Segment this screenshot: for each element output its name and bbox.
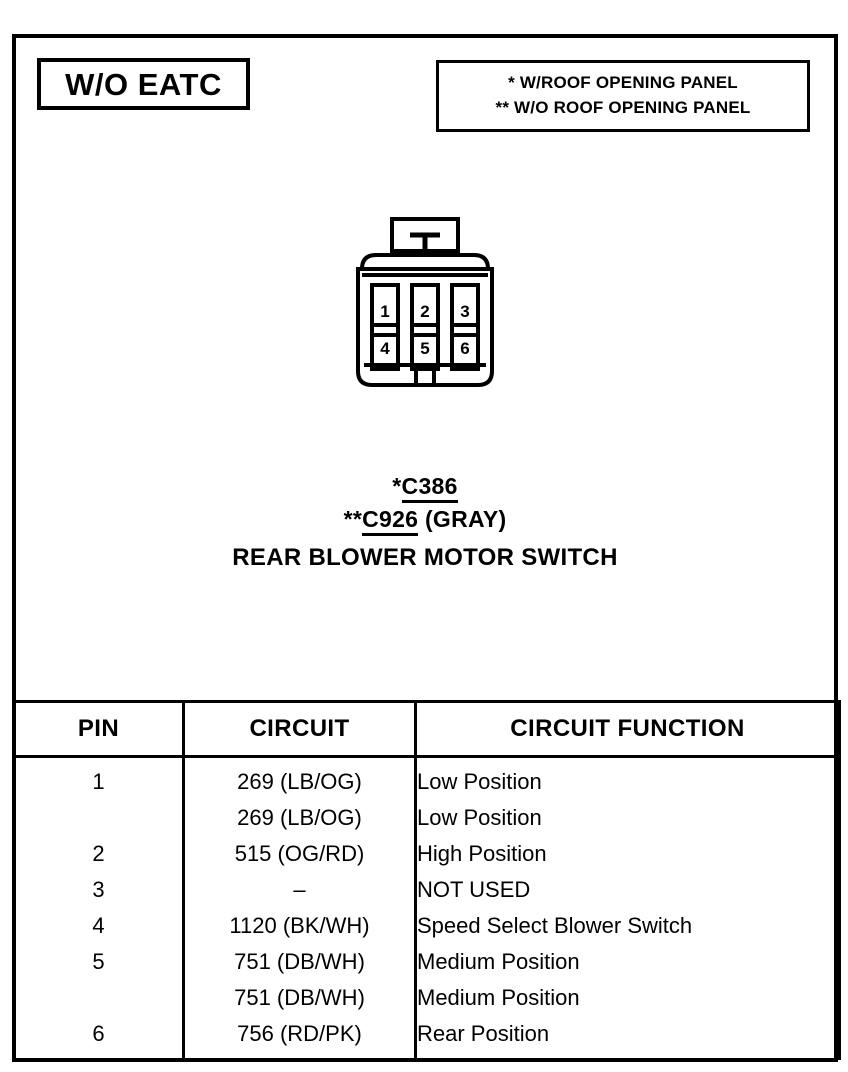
connector-shoulder (360, 253, 490, 270)
cell-pin (12, 800, 185, 836)
connector-caption: *C386 **C926 (GRAY) REAR BLOWER MOTOR SW… (16, 470, 834, 575)
table-row: 2 515 (OG/RD) High Position (12, 836, 841, 872)
table-row: 751 (DB/WH) Medium Position (12, 980, 841, 1016)
cell-function: High Position (414, 836, 841, 872)
cell-circuit: 751 (DB/WH) (182, 944, 417, 980)
bottom-tab (414, 363, 436, 387)
cell-pin: 5 (12, 944, 185, 980)
table-row: 5 751 (DB/WH) Medium Position (12, 944, 841, 980)
table-row: 1 269 (LB/OG) Low Position (12, 756, 841, 800)
cell-pin: 2 (12, 836, 185, 872)
cell-circuit: 269 (LB/OG) (182, 756, 417, 800)
header-circuit: CIRCUIT (182, 700, 417, 758)
cell-circuit: 1120 (BK/WH) (182, 908, 417, 944)
caption-1-prefix: * (392, 473, 402, 499)
cell-circuit: 756 (RD/PK) (182, 1016, 417, 1060)
header-function: CIRCUIT FUNCTION (414, 700, 841, 758)
cell-pin: 3 (12, 872, 185, 908)
caption-1-code: C386 (401, 473, 458, 503)
cell-pin: 1 (12, 756, 185, 800)
footnote-legend-box: * W/ROOF OPENING PANEL ** W/O ROOF OPENI… (436, 60, 810, 132)
caption-2-code: C926 (362, 505, 419, 536)
table-row: 4 1120 (BK/WH) Speed Select Blower Switc… (12, 908, 841, 944)
cell-circuit: 269 (LB/OG) (182, 800, 417, 836)
cell-function: Medium Position (414, 944, 841, 980)
title-badge-label: W/O EATC (65, 66, 222, 102)
pin-number-1: 1 (380, 302, 389, 321)
pin-cavity-3 (450, 283, 480, 337)
pin-number-6: 6 (460, 339, 469, 358)
pin-number-3: 3 (460, 302, 469, 321)
pin-number-5: 5 (420, 339, 429, 358)
caption-line-2: **C926 (GRAY) (16, 503, 834, 536)
diagram-frame: W/O EATC * W/ROOF OPENING PANEL ** W/O R… (12, 34, 841, 1062)
connector-svg: 1 2 3 4 5 6 (356, 217, 494, 387)
cell-function: NOT USED (414, 872, 841, 908)
pin-cavity-5 (410, 323, 440, 371)
pin-cavity-2 (410, 283, 440, 337)
pin-cavity-6 (450, 323, 480, 371)
legend-line-1: * W/ROOF OPENING PANEL (508, 73, 738, 93)
table-row: 6 756 (RD/PK) Rear Position (12, 1016, 841, 1060)
table-body: 1 269 (LB/OG) Low Position 269 (LB/OG) L… (12, 756, 841, 1060)
header-pin: PIN (12, 700, 185, 758)
connector-illustration: 1 2 3 4 5 6 (16, 213, 834, 403)
cell-pin: 4 (12, 908, 185, 944)
cell-pin: 6 (12, 1016, 185, 1060)
title-badge: W/O EATC (37, 58, 250, 110)
cell-function: Speed Select Blower Switch (414, 908, 841, 944)
pin-number-4: 4 (380, 339, 390, 358)
connector-body (356, 267, 494, 387)
table-header-row: PIN CIRCUIT CIRCUIT FUNCTION (12, 700, 841, 758)
cell-pin (12, 980, 185, 1016)
pin-cavity-4 (370, 323, 400, 371)
table-row: 269 (LB/OG) Low Position (12, 800, 841, 836)
legend-line-2: ** W/O ROOF OPENING PANEL (495, 98, 751, 117)
table-row: 3 – NOT USED (12, 872, 841, 908)
cell-function: Medium Position (414, 980, 841, 1016)
cell-circuit: – (182, 872, 417, 908)
cell-circuit: 751 (DB/WH) (182, 980, 417, 1016)
caption-line-3: REAR BLOWER MOTOR SWITCH (232, 544, 618, 572)
pin-table: PIN CIRCUIT CIRCUIT FUNCTION 1 269 (LB/O… (12, 700, 841, 1060)
caption-2-suffix: (GRAY) (418, 505, 507, 532)
cell-circuit: 515 (OG/RD) (182, 836, 417, 872)
pin-cavity-1 (370, 283, 400, 337)
pin-number-2: 2 (420, 302, 429, 321)
caption-2-prefix: ** (343, 505, 363, 532)
caption-line-1: *C386 (16, 470, 834, 503)
cell-function: Rear Position (414, 1016, 841, 1060)
cell-function: Low Position (414, 800, 841, 836)
cell-function: Low Position (414, 756, 841, 800)
